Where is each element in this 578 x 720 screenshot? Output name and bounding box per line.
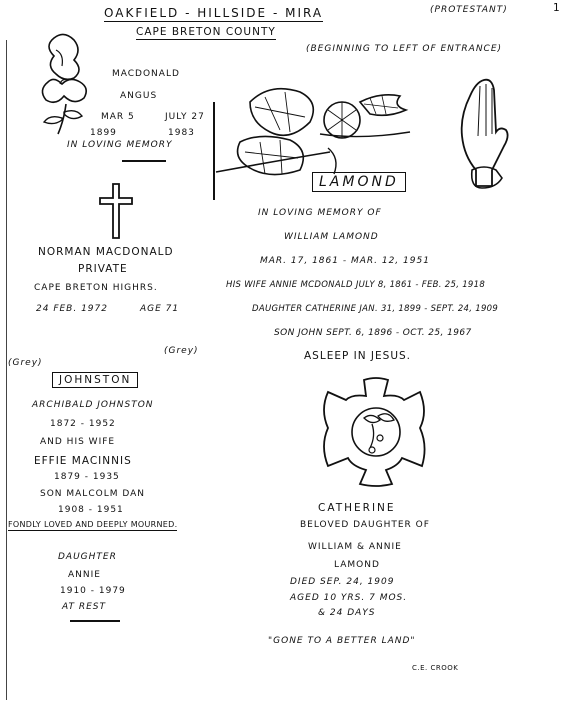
johnston-line-11: 1910 - 1979 [60, 586, 126, 596]
norman-age: AGE 71 [140, 304, 180, 314]
macdonald-rule [122, 160, 166, 162]
maltese-cross-lily-drawing [323, 377, 426, 487]
catherine-line-6: AGED 10 YRS. 7 MOS. [290, 593, 408, 603]
macdonald-given-name: ANGUS [120, 91, 158, 101]
lamond-line-5: DAUGHTER CATHERINE JAN. 31, 1899 - SEPT.… [252, 304, 499, 314]
johnston-side-note-right: (Grey) [164, 346, 199, 356]
norman-death-date: 24 FEB. 1972 [36, 304, 108, 314]
location-note: (BEGINNING TO LEFT OF ENTRANCE) [306, 44, 503, 54]
johnston-line-5: 1879 - 1935 [54, 472, 120, 482]
johnston-line-8: FONDLY LOVED AND DEEPLY MOURNED. [8, 520, 178, 531]
johnston-line-1: ARCHIBALD JOHNSTON [32, 400, 154, 410]
left-margin-line [6, 40, 7, 700]
macdonald-died-date: JULY 27 [165, 112, 205, 122]
thistle-leaves-drawing [213, 87, 411, 200]
catherine-line-1: CATHERINE [318, 502, 396, 514]
catherine-line-2: BELOVED DAUGHTER OF [300, 520, 430, 530]
johnston-line-4: EFFIE MACINNIS [34, 455, 132, 467]
lamond-line-1: IN LOVING MEMORY OF [258, 208, 382, 218]
johnston-line-12: AT REST [62, 602, 107, 612]
johnston-line-9: DAUGHTER [58, 552, 117, 562]
macdonald-born-date: MAR 5 [101, 112, 135, 122]
lamond-line-3: MAR. 17, 1861 - MAR. 12, 1951 [260, 256, 430, 266]
lamond-line-7: ASLEEP IN JESUS. [304, 350, 412, 362]
johnston-rule [70, 620, 120, 622]
johnston-line-7: 1908 - 1951 [58, 505, 124, 515]
flower-drawing [41, 33, 88, 135]
macdonald-born-year: 1899 [90, 128, 117, 138]
johnston-line-3: AND HIS WIFE [40, 437, 116, 447]
page-number: 1 [553, 2, 561, 14]
johnston-line-10: ANNIE [68, 570, 101, 580]
johnston-surname-box: JOHNSTON [52, 372, 139, 388]
praying-hand-drawing [460, 78, 509, 189]
johnston-side-note-left: (Grey) [8, 358, 43, 368]
johnston-line-6: SON MALCOLM DAN [40, 489, 145, 499]
denomination-label: (PROTESTANT) [430, 5, 508, 15]
norman-name: NORMAN MACDONALD [38, 246, 174, 258]
latin-cross-drawing [99, 183, 133, 239]
catherine-line-3: WILLIAM & ANNIE [308, 542, 402, 552]
norman-unit: CAPE BRETON HIGHRS. [34, 283, 158, 293]
transcriber-signature: C.E. CROOK [412, 664, 459, 672]
lamond-surname-box: LAMOND [312, 172, 406, 192]
lamond-line-4: HIS WIFE ANNIE MCDONALD JULY 8, 1861 - F… [226, 280, 486, 290]
lamond-line-2: WILLIAM LAMOND [284, 232, 379, 242]
johnston-line-2: 1872 - 1952 [50, 419, 116, 429]
county-label: CAPE BRETON COUNTY [136, 26, 276, 40]
lamond-line-6: SON JOHN SEPT. 6, 1896 - OCT. 25, 1967 [274, 328, 472, 338]
macdonald-surname: MACDONALD [112, 69, 180, 79]
catherine-line-4: LAMOND [334, 560, 380, 570]
macdonald-died-year: 1983 [168, 128, 195, 138]
catherine-line-5: DIED SEP. 24, 1909 [290, 577, 395, 587]
norman-rank: PRIVATE [78, 263, 128, 275]
catherine-line-7: & 24 DAYS [318, 608, 376, 618]
macdonald-epitaph: IN LOVING MEMORY [67, 140, 173, 150]
catherine-epitaph: "GONE TO A BETTER LAND" [268, 636, 416, 646]
cemetery-title: OAKFIELD - HILLSIDE - MIRA [104, 6, 324, 22]
